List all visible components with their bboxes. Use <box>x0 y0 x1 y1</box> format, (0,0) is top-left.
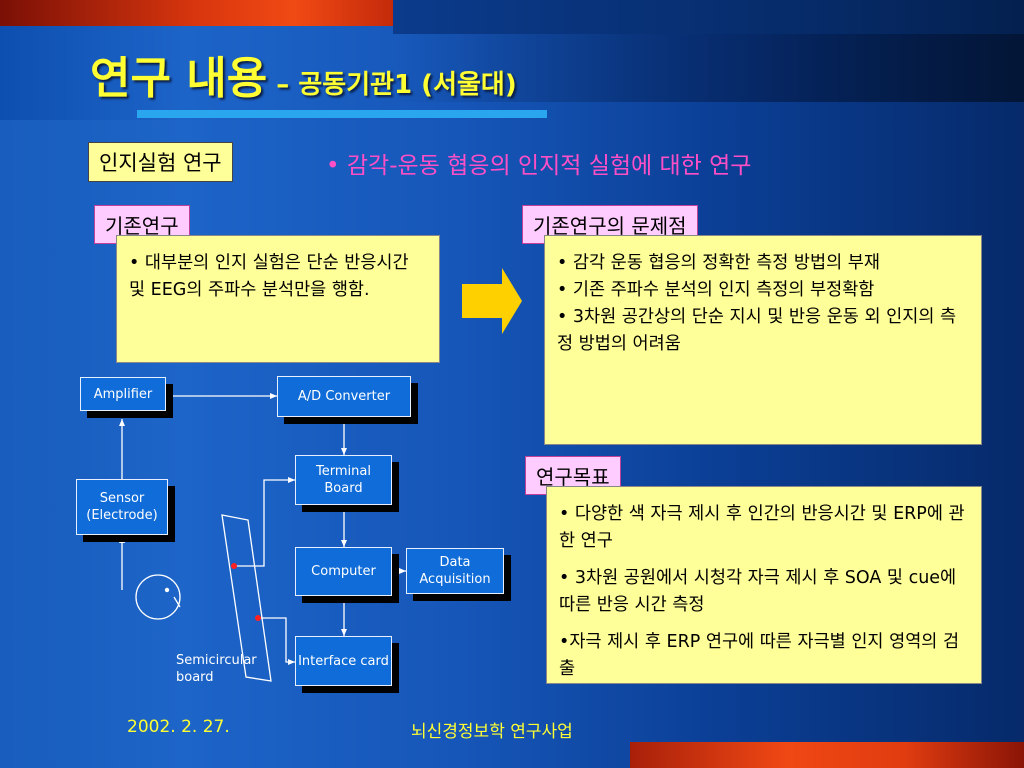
footer-date: 2002. 2. 27. <box>127 717 230 737</box>
problem-item: • 감각 운동 협응의 정확한 측정 방법의 부재 <box>557 253 880 273</box>
top-red-bar <box>0 0 393 26</box>
problem-item: • 3차원 공간상의 단순 지시 및 반응 운동 외 인지의 측정 방법의 어려… <box>557 307 957 354</box>
title-main: 연구 내용 <box>90 53 268 104</box>
goal-item: •자극 제시 후 ERP 연구에 따른 자극별 인지 영역의 검출 <box>559 632 960 679</box>
slide-title: 연구 내용 – 공동기관1 (서울대) <box>90 42 517 106</box>
section-label: 인지실험 연구 <box>88 142 233 182</box>
problem-item: • 기존 주파수 분석의 인지 측정의 부정확함 <box>557 280 875 300</box>
sensor-block: Sensor (Electrode) <box>76 479 168 535</box>
data-acquisition-block: Data Acquisition <box>406 548 504 594</box>
amplifier-block: Amplifier <box>80 377 166 411</box>
bottom-red-bar <box>630 742 1024 768</box>
ad-converter-block: A/D Converter <box>277 376 411 417</box>
interface-card-block: Interface card <box>295 636 392 686</box>
footer-project: 뇌신경정보학 연구사업 <box>411 722 573 742</box>
problems-panel: • 감각 운동 협응의 정확한 측정 방법의 부재 • 기존 주파수 분석의 인… <box>544 235 982 445</box>
goals-panel: • 다양한 색 자극 제시 후 인간의 반응시간 및 ERP에 관한 연구 • … <box>546 486 982 684</box>
goal-item: • 3차원 공원에서 시청각 자극 제시 후 SOA 및 cue에 따른 반응 … <box>559 568 957 615</box>
title-sub: 공동기관1 (서울대) <box>298 70 517 100</box>
existing-label: 기존연구 <box>94 205 190 244</box>
top-dark-gradient <box>393 34 1024 102</box>
existing-panel: • 대부분의 인지 실험은 단순 반응시간 및 EEG의 주파수 분석만을 행함… <box>116 235 440 363</box>
title-dash: – <box>267 70 299 100</box>
headline: • 감각-운동 협응의 인지적 실험에 대한 연구 <box>326 153 752 179</box>
top-dark-bar <box>393 0 1024 34</box>
right-arrow-icon <box>462 268 522 334</box>
title-underline <box>137 110 547 118</box>
computer-block: Computer <box>295 547 392 596</box>
semicircular-board-label: Semicircular board <box>176 653 257 685</box>
goal-item: • 다양한 색 자극 제시 후 인간의 반응시간 및 ERP에 관한 연구 <box>559 504 965 551</box>
terminal-board-block: Terminal Board <box>295 455 392 505</box>
existing-text: • 대부분의 인지 실험은 단순 반응시간 및 EEG의 주파수 분석만을 행함… <box>129 253 409 300</box>
